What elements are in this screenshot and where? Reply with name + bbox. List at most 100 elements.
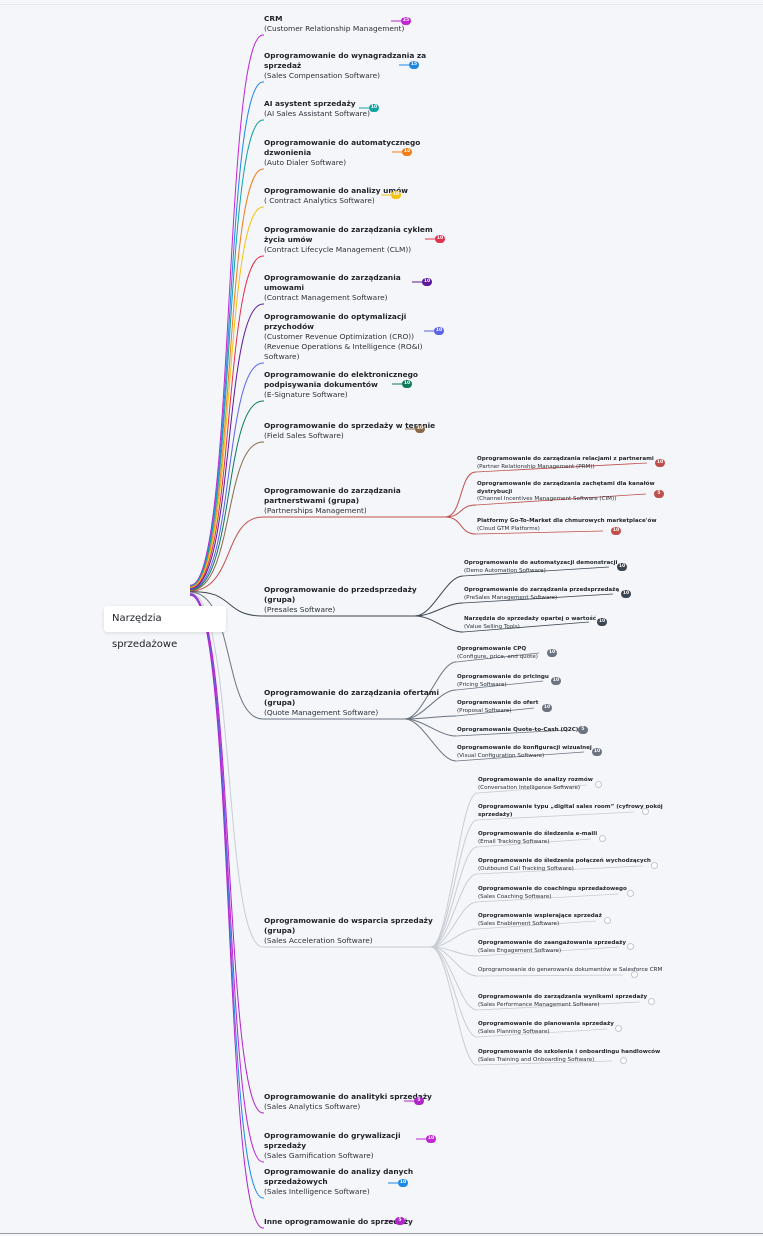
branch-11-child-2-subtitle: (Channel Incentives Management Software … <box>477 496 617 503</box>
branch-8[interactable]: Oprogramowanie do optymalizacji przychod… <box>264 312 442 362</box>
child-badge-14-1[interactable] <box>595 781 602 788</box>
branch-badge-5[interactable]: 10 <box>391 191 401 199</box>
child-badge-11-1[interactable]: 10 <box>655 459 665 467</box>
branch-12-child-3[interactable]: Narzędzia do sprzedaży opartej o wartość… <box>464 616 659 631</box>
child-link-14-8 <box>430 946 478 977</box>
branch-16[interactable]: Oprogramowanie do grywalizacji sprzedaży… <box>264 1131 442 1161</box>
branch-6[interactable]: Oprogramowanie do zarządzania cyklem życ… <box>264 225 442 255</box>
child-badge-12-1[interactable]: 10 <box>617 563 627 571</box>
branch-14-child-10[interactable]: Oprogramowanie do planowania sprzedaży(S… <box>478 1021 673 1036</box>
child-badge-13-5[interactable]: 10 <box>592 748 602 756</box>
child-badge-13-3[interactable]: 10 <box>542 704 552 712</box>
child-badge-12-3[interactable]: 10 <box>597 618 607 626</box>
branch-11[interactable]: Oprogramowanie do zarządzania partnerstw… <box>264 486 442 516</box>
branch-badge-17[interactable]: 10 <box>398 1179 408 1187</box>
branch-12[interactable]: Oprogramowanie do przedsprzedaży (grupa)… <box>264 585 442 615</box>
branch-badge-1[interactable]: 25 <box>401 17 411 25</box>
child-badge-14-2[interactable] <box>642 808 649 815</box>
branch-14[interactable]: Oprogramowanie do wsparcia sprzedaży (gr… <box>264 916 442 946</box>
branch-14-child-7[interactable]: Oprogramowanie do zaangażowania sprzedaż… <box>478 940 673 955</box>
branch-13-child-3[interactable]: Oprogramowanie do ofert(Proposal Softwar… <box>457 700 652 715</box>
branch-13[interactable]: Oprogramowanie do zarządzania ofertami (… <box>264 688 442 718</box>
child-badge-13-4[interactable]: 5 <box>578 726 588 734</box>
branch-4[interactable]: Oprogramowanie do automatycznego dzwonie… <box>264 138 442 168</box>
branch-badge-15[interactable]: 5 <box>414 1097 424 1105</box>
branch-link-6 <box>189 255 264 589</box>
branch-16-title: Oprogramowanie do grywalizacji sprzedaży <box>264 1131 401 1150</box>
branch-3[interactable]: AI asystent sprzedaży(AI Sales Assistant… <box>264 99 442 119</box>
child-stub-13-4 <box>455 729 571 737</box>
child-link-12-1 <box>414 575 464 617</box>
child-badge-11-3[interactable]: 10 <box>611 527 621 535</box>
branch-14-child-1-title: Oprogramowanie do analizy rozmów <box>478 777 593 783</box>
branch-badge-9[interactable]: 10 <box>402 380 412 388</box>
branch-link-10 <box>189 441 264 592</box>
branch-15[interactable]: Oprogramowanie do analityki sprzedaży(Sa… <box>264 1092 442 1112</box>
branch-14-child-4[interactable]: Oprogramowanie do śledzenia połączeń wyc… <box>478 858 673 873</box>
child-badge-13-1[interactable]: 10 <box>547 649 557 657</box>
branch-5[interactable]: Oprogramowanie do analizy umów( Contract… <box>264 186 442 206</box>
branch-badge-6[interactable]: 10 <box>435 235 445 243</box>
child-badge-14-10[interactable] <box>615 1025 622 1032</box>
branch-14-child-6[interactable]: Oprogramowanie wspierające sprzedaż(Sale… <box>478 913 673 928</box>
branch-17[interactable]: Oprogramowanie do analizy danych sprzeda… <box>264 1167 442 1197</box>
branch-badge-16[interactable]: 10 <box>426 1135 436 1143</box>
branch-14-child-2[interactable]: Oprogramowanie typu „digital sales room”… <box>478 804 673 819</box>
branch-6-title: Oprogramowanie do zarządzania cyklem życ… <box>264 225 433 244</box>
branch-7[interactable]: Oprogramowanie do zarządzania umowami(Co… <box>264 273 442 303</box>
child-badge-14-11[interactable] <box>620 1057 627 1064</box>
child-stub-14-1 <box>476 784 588 794</box>
branch-badge-10[interactable]: 10 <box>415 425 425 433</box>
branch-13-child-5[interactable]: Oprogramowanie do konfiguracji wizualnej… <box>457 745 652 760</box>
child-stub-14-9 <box>476 1001 641 1011</box>
child-stub-13-1 <box>455 652 540 663</box>
branch-11-child-3-subtitle: (Cloud GTM Platforms) <box>477 525 540 532</box>
branch-14-child-5[interactable]: Oprogramowanie do coachingu sprzedażoweg… <box>478 886 673 901</box>
branch-12-child-2-subtitle: (PreSales Management Software) <box>464 594 558 601</box>
root-node[interactable]: Narzędzia sprzedażowe <box>104 606 226 650</box>
branch-badge-2[interactable]: 15 <box>409 61 419 69</box>
branch-14-child-8[interactable]: Oprogramowanie do generowania dokumentów… <box>478 967 673 975</box>
branch-2[interactable]: Oprogramowanie do wynagradzania za sprze… <box>264 51 442 81</box>
child-badge-11-2[interactable]: 5 <box>654 490 664 498</box>
branch-14-child-1[interactable]: Oprogramowanie do analizy rozmów(Convers… <box>478 777 673 792</box>
branch-badge-4[interactable]: 10 <box>402 148 412 156</box>
branch-11-subtitle: (Partnerships Management) <box>264 506 367 515</box>
child-badge-14-8[interactable] <box>631 971 638 978</box>
branch-12-child-1[interactable]: Oprogramowanie do automatyzacji demonstr… <box>464 560 659 575</box>
child-badge-12-2[interactable]: 10 <box>621 590 631 598</box>
branch-10[interactable]: Oprogramowanie do sprzedaży w terenie(Fi… <box>264 421 442 441</box>
branch-12-child-1-subtitle: (Demo Automation Software) <box>464 567 546 574</box>
child-badge-14-9[interactable] <box>648 998 655 1005</box>
branch-13-child-4[interactable]: Oprogramowanie Quote-to-Cash (Q2C) <box>457 727 652 735</box>
branch-link-4 <box>189 168 264 588</box>
branch-11-child-2[interactable]: Oprogramowanie do zarządzania zachętami … <box>477 481 672 504</box>
branch-14-child-11[interactable]: Oprogramowanie do szkolenia i onboarding… <box>478 1049 673 1064</box>
child-badge-14-7[interactable] <box>627 943 634 950</box>
child-badge-13-2[interactable]: 10 <box>551 677 561 685</box>
child-badge-14-5[interactable] <box>627 890 634 897</box>
branch-11-child-3[interactable]: Platformy Go-To-Market dla chmurowych ma… <box>477 518 672 533</box>
branch-10-title: Oprogramowanie do sprzedaży w terenie <box>264 421 436 430</box>
branch-12-child-2[interactable]: Oprogramowanie do zarządzania przedsprze… <box>464 587 659 602</box>
branch-13-child-2[interactable]: Oprogramowanie do pricingu(Pricing Softw… <box>457 674 652 689</box>
branch-18[interactable]: Inne oprogramowanie do sprzedaży <box>264 1217 442 1227</box>
branch-14-child-9[interactable]: Oprogramowanie do zarządzania wynikami s… <box>478 994 673 1009</box>
branch-9[interactable]: Oprogramowanie do elektronicznego podpis… <box>264 370 442 400</box>
child-badge-14-4[interactable] <box>651 862 658 869</box>
child-badge-14-3[interactable] <box>599 835 606 842</box>
child-badge-14-6[interactable] <box>604 917 611 924</box>
branch-3-subtitle: (AI Sales Assistant Software) <box>264 109 370 118</box>
branch-badge-18[interactable]: 5 <box>395 1217 405 1225</box>
branch-11-child-1[interactable]: Oprogramowanie do zarządzania relacjami … <box>477 456 672 471</box>
branch-link-11 <box>189 516 264 592</box>
branch-badge-3[interactable]: 10 <box>369 104 379 112</box>
branch-14-child-7-subtitle: (Sales Engagement Software) <box>478 947 562 954</box>
branch-badge-8[interactable]: 10 <box>434 327 444 335</box>
child-link-11-3 <box>444 516 477 535</box>
branch-badge-7[interactable]: 10 <box>422 278 432 286</box>
branch-13-child-1-title: Oprogramowanie CPQ <box>457 646 527 652</box>
branch-14-child-3[interactable]: Oprogramowanie do śledzenia e-maili(Emai… <box>478 831 673 846</box>
branch-1[interactable]: CRM(Customer Relationship Management) <box>264 14 442 34</box>
branch-13-child-1[interactable]: Oprogramowanie CPQ(Configure, price, and… <box>457 646 652 661</box>
